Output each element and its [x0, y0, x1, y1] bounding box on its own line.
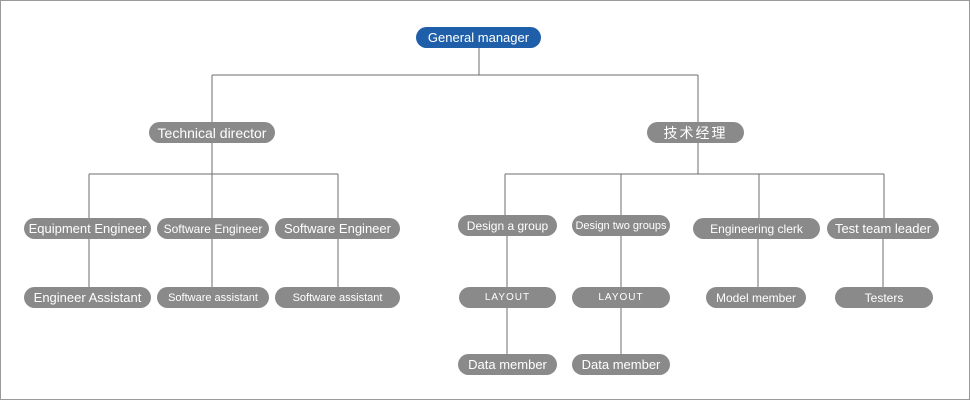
node-design-a-group: Design a group — [458, 215, 557, 236]
node-model-member: Model member — [706, 287, 806, 308]
node-software-engineer-2: Software Engineer — [275, 218, 400, 239]
node-equipment-engineer: Equipment Engineer — [24, 218, 151, 239]
node-layout-1: LAYOUT — [459, 287, 556, 308]
node-test-team-leader: Test team leader — [827, 218, 939, 239]
node-design-two-groups: Design two groups — [572, 215, 670, 236]
node-software-engineer-1: Software Engineer — [157, 218, 269, 239]
node-engineer-assistant: Engineer Assistant — [24, 287, 151, 308]
node-technical-manager: 技术经理 — [647, 122, 744, 143]
node-data-member-1: Data member — [458, 354, 557, 375]
node-data-member-2: Data member — [572, 354, 670, 375]
node-testers: Testers — [835, 287, 933, 308]
node-software-assistant-2: Software assistant — [275, 287, 400, 308]
node-general-manager: General manager — [416, 27, 541, 48]
node-layout-2: LAYOUT — [572, 287, 670, 308]
node-engineering-clerk: Engineering clerk — [693, 218, 820, 239]
node-technical-director: Technical director — [149, 122, 275, 143]
node-software-assistant-1: Software assistant — [157, 287, 269, 308]
